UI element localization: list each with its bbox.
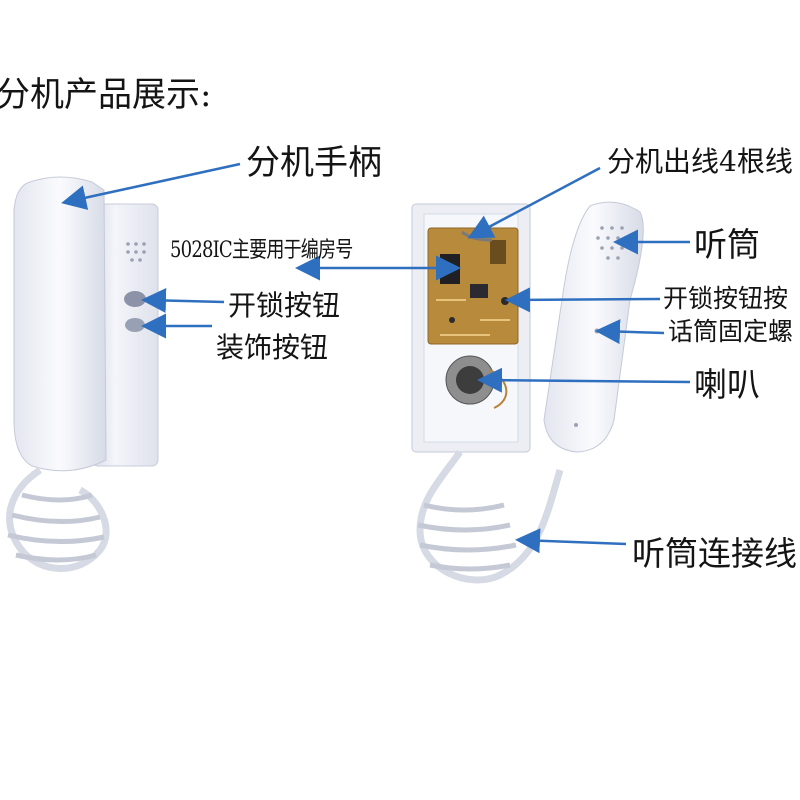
unlock-button-shape: [124, 291, 146, 307]
label-handset-cord: 听筒连接线: [632, 534, 797, 573]
label-ic-chip: 5028IC主要用于编房号: [170, 238, 353, 263]
annotation-arrows: [61, 162, 691, 554]
circuit-board: [427, 227, 519, 345]
label-earpiece: 听筒: [694, 225, 760, 264]
label-decor-button: 装饰按钮: [216, 331, 329, 364]
handset-back: [543, 201, 644, 453]
label-handset: 分机手柄: [246, 143, 382, 183]
label-output-wires: 分机出线4根线: [607, 145, 793, 178]
label-unlock-button-2: 开锁按钮按: [663, 284, 789, 313]
page-title: 分机产品展示:: [0, 75, 212, 115]
coiled-cord-middle: [416, 449, 564, 584]
decor-button-shape: [125, 318, 145, 332]
grille-icon: [126, 242, 146, 262]
coiled-cord-left: [6, 467, 110, 572]
screw-icon: [594, 328, 600, 334]
label-mic-screw: 话筒固定螺: [668, 317, 794, 346]
label-unlock-button: 开锁按钮: [228, 289, 341, 322]
intercom-phone-front: [13, 176, 159, 472]
label-speaker: 喇叭: [694, 365, 760, 404]
intercom-phone-open-back: [411, 203, 531, 453]
